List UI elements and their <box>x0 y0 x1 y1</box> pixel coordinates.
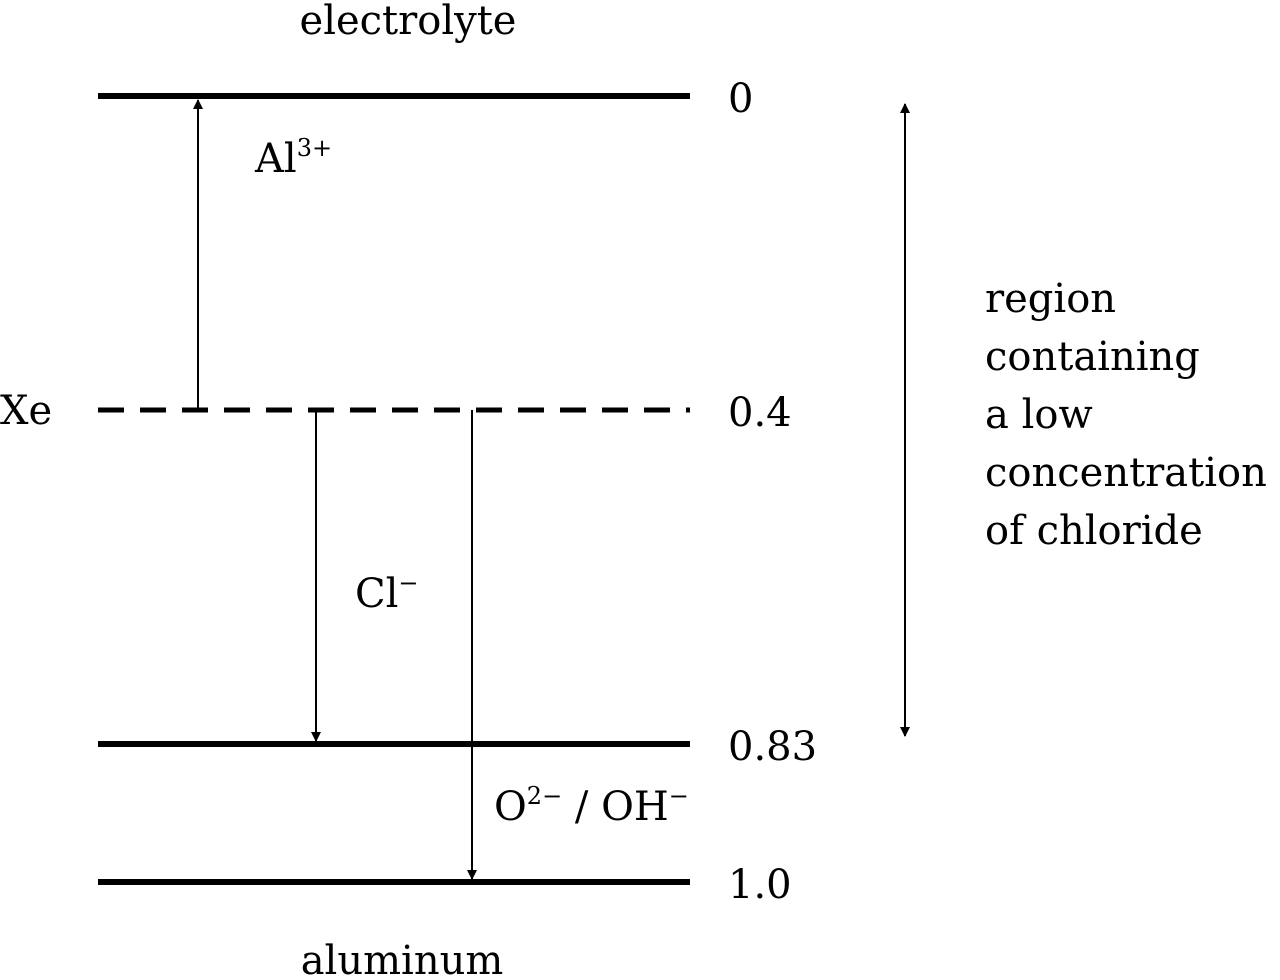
o-oh-separator: / <box>562 784 601 830</box>
o-ion-base: O <box>494 784 527 830</box>
o-ion-charge: 2− <box>527 782 562 810</box>
level-value-0-4: 0.4 <box>728 390 792 436</box>
oh-ion-charge: − <box>669 782 689 810</box>
oh-ion-base: OH <box>601 784 669 830</box>
level-value-1-0: 1.0 <box>728 862 792 908</box>
al-ion-charge: 3+ <box>297 134 332 162</box>
cl-ion-label: Cl− <box>355 569 419 617</box>
al-ion-label: Al3+ <box>254 134 332 182</box>
al-ion-base: Al <box>254 136 297 182</box>
xe-label: Xe <box>0 388 52 434</box>
cl-ion-base: Cl <box>355 571 398 617</box>
region-line-5: of chloride <box>985 508 1203 554</box>
region-line-1: region <box>985 276 1116 322</box>
aluminum-label: aluminum <box>301 938 504 980</box>
region-line-4: concentration <box>985 450 1267 496</box>
region-line-2: containing <box>985 334 1200 380</box>
electrolyte-label: electrolyte <box>300 0 517 44</box>
region-line-3: a low <box>985 392 1093 438</box>
cl-ion-charge: − <box>398 569 418 597</box>
o-oh-ion-label: O2− / OH− <box>494 782 689 830</box>
level-value-0: 0 <box>728 76 753 122</box>
level-value-0-83: 0.83 <box>728 724 817 770</box>
